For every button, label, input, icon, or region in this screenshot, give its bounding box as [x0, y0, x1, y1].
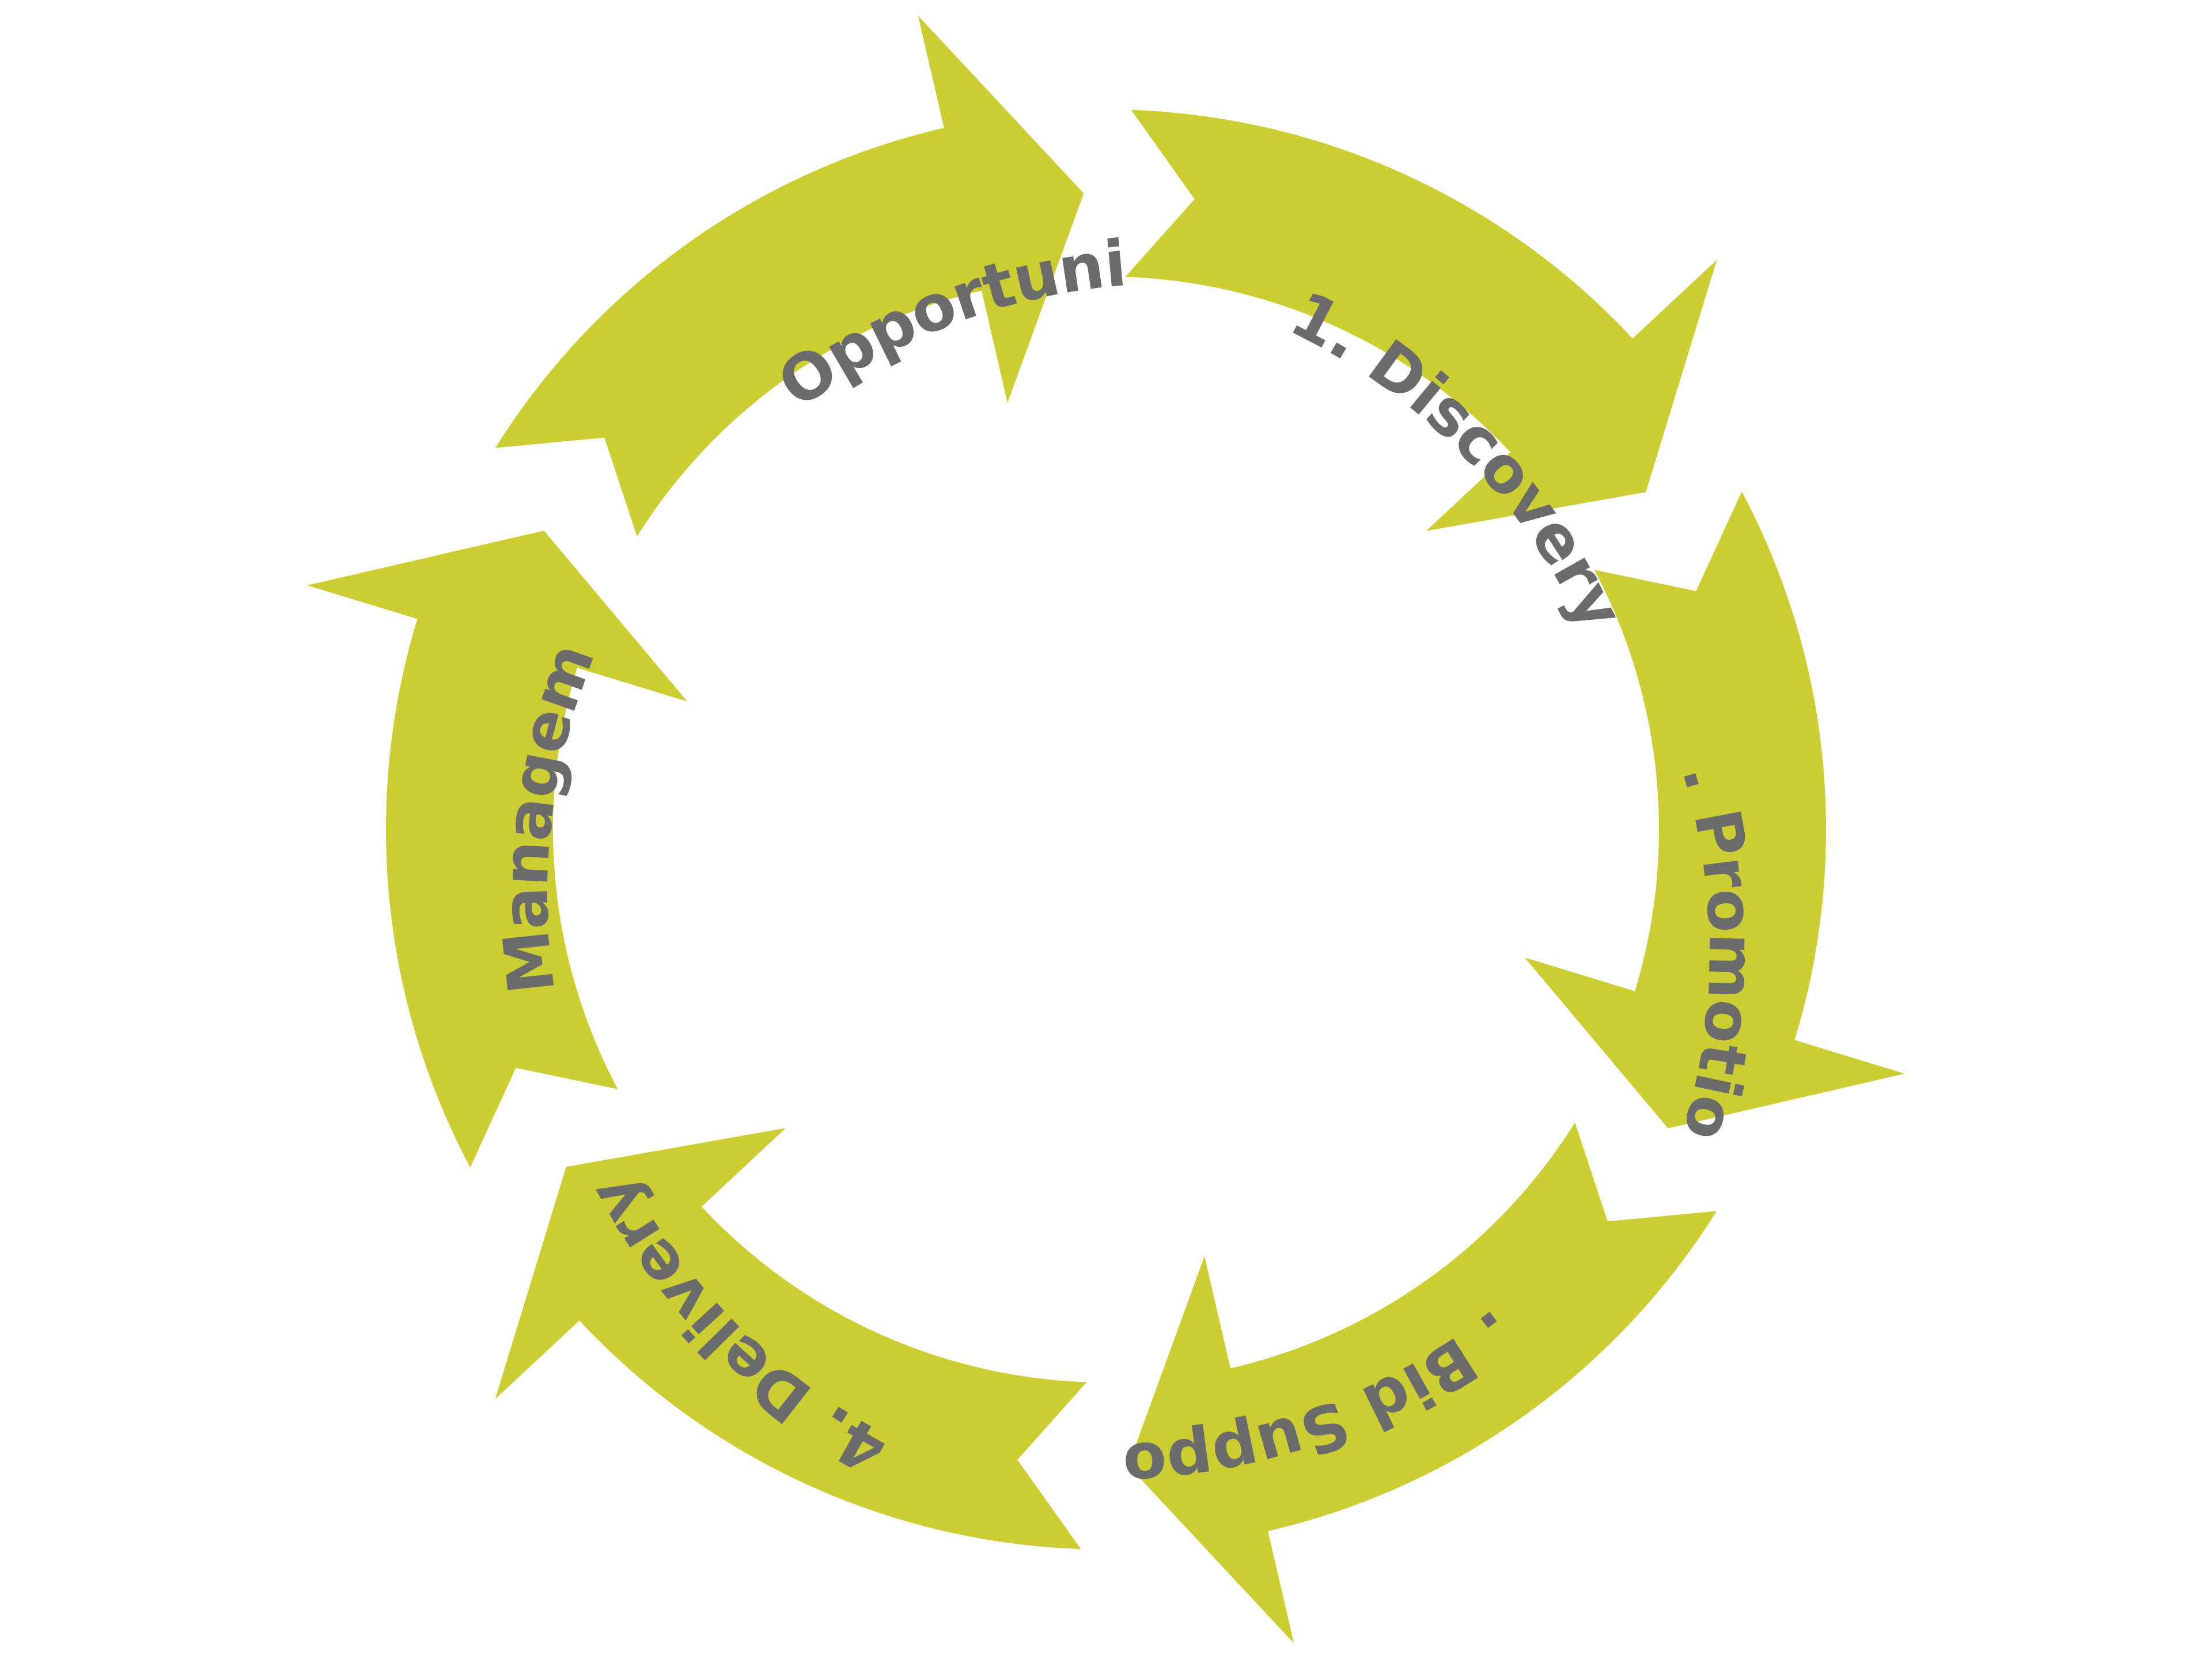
arrow-ring	[307, 16, 1905, 1643]
arrow-segment-bid-support	[1128, 1122, 1717, 1643]
arrow-segment-delivery	[495, 1128, 1087, 1550]
arrow-segment-discovery	[1125, 109, 1717, 531]
arrow-segment-opportunity	[495, 16, 1084, 537]
stage-label-management: 5. Management	[0, 0, 609, 997]
arrow-segment-promotion	[1524, 491, 1905, 1128]
arrow-segment-management	[307, 531, 688, 1168]
stage-label-management-text: 5. Management	[0, 0, 608, 997]
